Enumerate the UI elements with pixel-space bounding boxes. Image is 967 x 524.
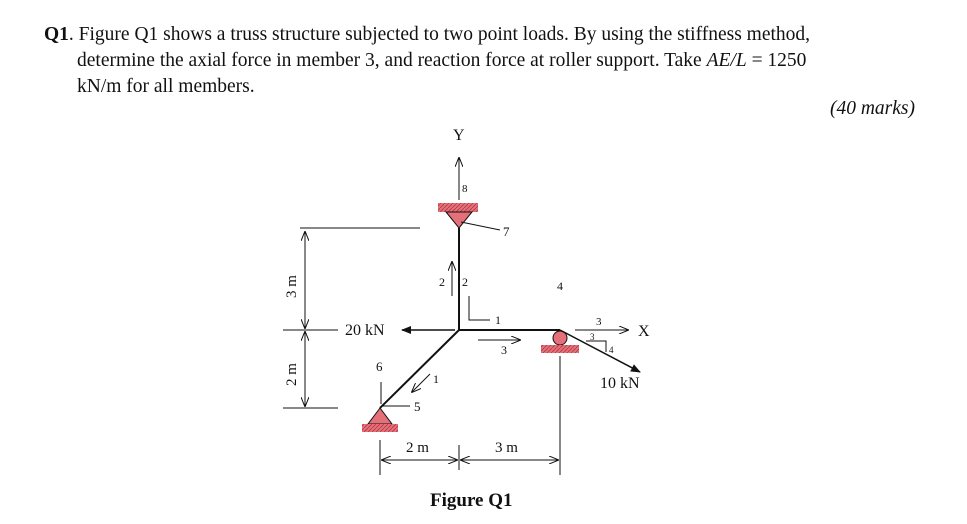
slope-label-4: 4 bbox=[609, 345, 614, 355]
dof-label-5: 5 bbox=[414, 399, 421, 414]
slope-label-3a: 3 bbox=[596, 316, 602, 328]
member-label-2: 2 bbox=[462, 275, 468, 289]
slope-label-3b: 3 bbox=[590, 332, 595, 342]
dim-2m-vert-label: 2 m bbox=[284, 363, 300, 386]
load-right-label: 10 kN bbox=[600, 375, 640, 392]
dim-3m-horiz-label: 3 m bbox=[495, 440, 518, 456]
marks-label: (40 marks) bbox=[829, 98, 915, 119]
dim-3m-label: 3 m bbox=[284, 275, 300, 298]
figure-caption: Figure Q1 bbox=[430, 490, 513, 511]
member-1-arrow bbox=[412, 373, 431, 392]
question-line-1: Q1. Figure Q1 shows a truss structure su… bbox=[44, 24, 811, 45]
dim-2m-horiz-label: 2 m bbox=[406, 440, 429, 456]
ae-over-l: AE/L bbox=[706, 50, 747, 71]
axis-x-label: X bbox=[638, 323, 650, 340]
question-text-1: Figure Q1 shows a truss structure subjec… bbox=[78, 24, 811, 45]
dof-label-2: 2 bbox=[439, 275, 445, 289]
dof-label-7: 7 bbox=[503, 224, 510, 239]
dof-label-8: 8 bbox=[462, 183, 468, 195]
pin-support-base bbox=[362, 424, 398, 432]
dof-label-6: 6 bbox=[376, 359, 383, 374]
pin-support-triangle bbox=[367, 407, 393, 425]
roller-base bbox=[541, 345, 579, 353]
question-text: Q1. Figure Q1 shows a truss structure su… bbox=[44, 22, 924, 100]
question-text-2: determine the axial force in member 3, a… bbox=[77, 50, 707, 71]
dof-label-1: 1 bbox=[495, 313, 501, 327]
load-10kn-arrow bbox=[559, 329, 641, 373]
dof-label-4: 4 bbox=[557, 279, 563, 293]
question-line-3: kN/m for all members. bbox=[77, 76, 255, 97]
question-line-2: determine the axial force in member 3, a… bbox=[44, 48, 924, 74]
member-label-1: 1 bbox=[433, 372, 439, 386]
top-support-base bbox=[438, 203, 478, 212]
load-left-label: 20 kN bbox=[345, 322, 385, 339]
node-local-axis bbox=[468, 296, 490, 321]
question-number: Q1 bbox=[44, 24, 69, 45]
axis-y-label: Y bbox=[453, 127, 465, 144]
dof-7-arrow bbox=[460, 221, 501, 231]
member-label-3: 3 bbox=[501, 343, 507, 357]
load-slope-triangle bbox=[586, 340, 607, 352]
member-1 bbox=[379, 329, 460, 409]
top-support-triangle bbox=[444, 211, 474, 229]
question-text-2-tail: = 1250 bbox=[746, 50, 807, 71]
